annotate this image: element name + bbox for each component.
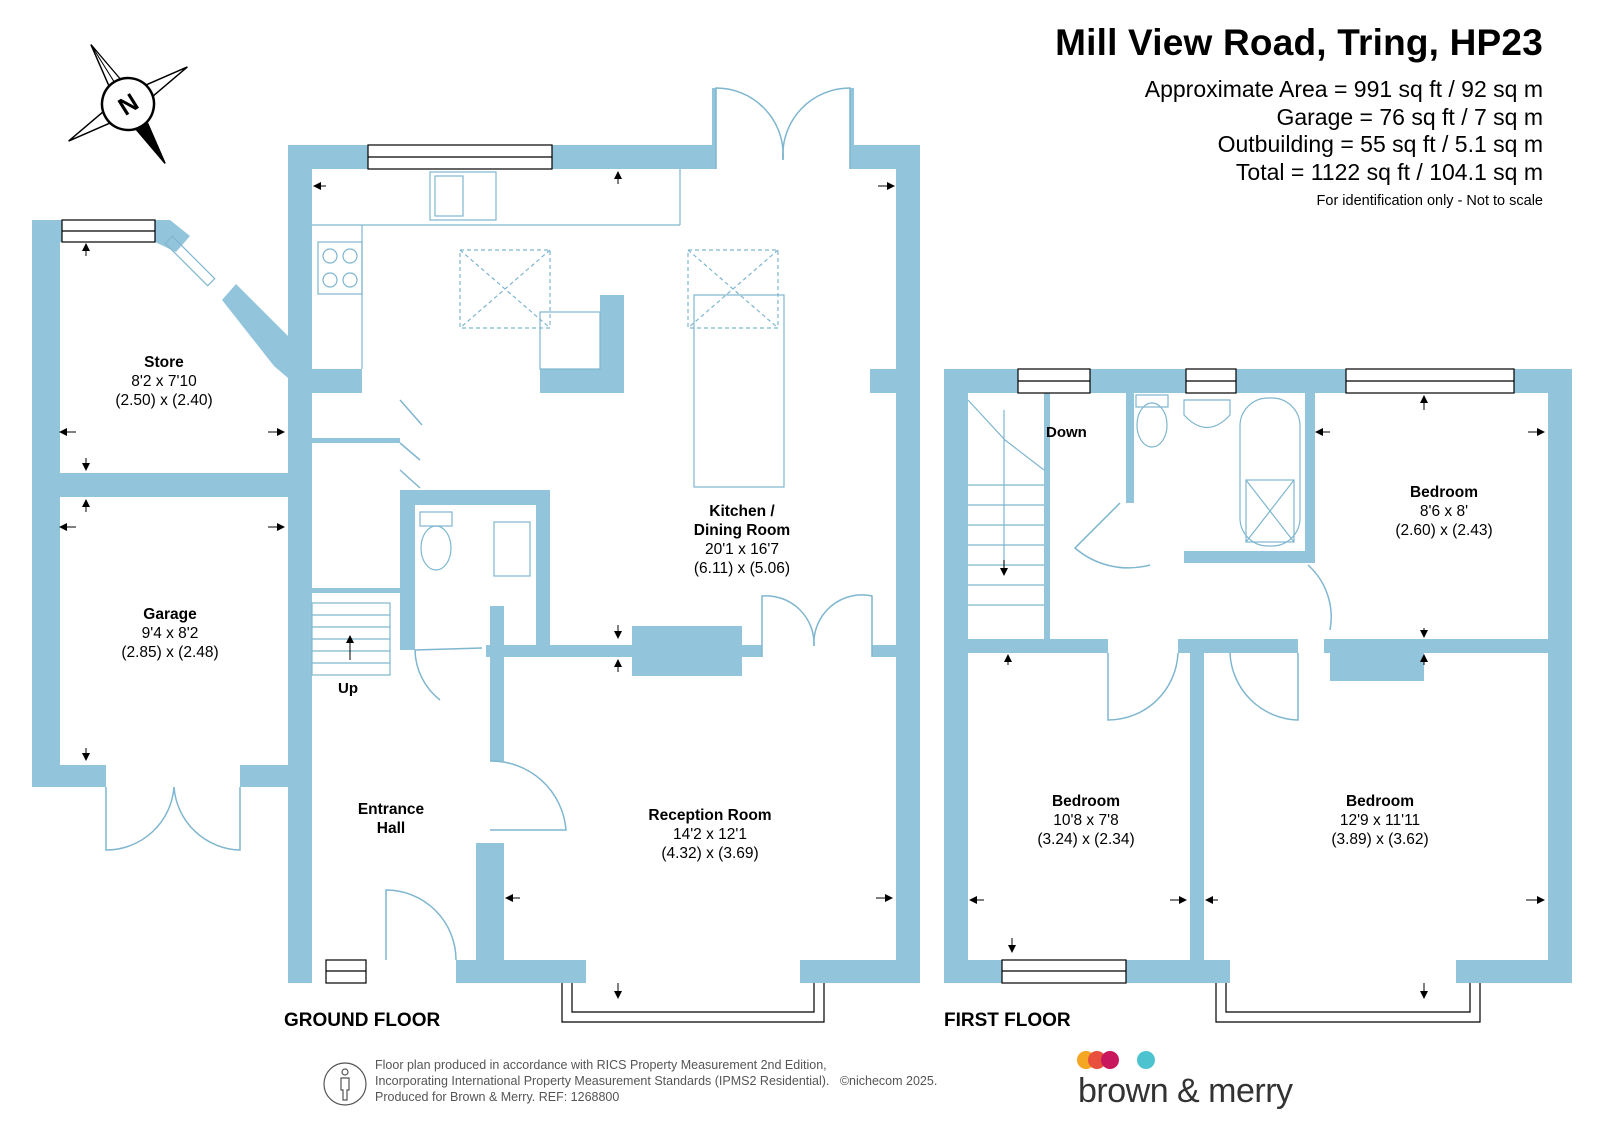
brand-name: brown & merry bbox=[1078, 1072, 1293, 1110]
area-outbuilding: Outbuilding = 55 sq ft / 5.1 sq m bbox=[1217, 131, 1543, 157]
windows bbox=[61, 144, 1515, 1023]
first-floor-walls bbox=[944, 369, 1572, 983]
first-floor-label: FIRST FLOOR bbox=[944, 1010, 1071, 1031]
first-floor-fixtures bbox=[967, 394, 1301, 606]
disclaimer-note: For identification only - Not to scale bbox=[1316, 193, 1543, 209]
property-title: Mill View Road, Tring, HP23 bbox=[1055, 22, 1543, 63]
kitchen-fixtures bbox=[164, 169, 785, 676]
compass-icon: N bbox=[68, 44, 188, 164]
ground-floor-walls bbox=[32, 88, 920, 983]
doors bbox=[105, 87, 1332, 961]
ground-floor-label: GROUND FLOOR bbox=[284, 1010, 441, 1031]
area-garage: Garage = 76 sq ft / 7 sq m bbox=[1276, 104, 1543, 130]
area-approximate: Approximate Area = 991 sq ft / 92 sq m bbox=[1144, 76, 1543, 102]
stairs-down-label: Down bbox=[1046, 424, 1087, 441]
area-total: Total = 1122 sq ft / 104.1 sq m bbox=[1235, 159, 1543, 185]
stairs-up-label: Up bbox=[338, 680, 358, 697]
brand-logo-icon bbox=[1077, 1051, 1155, 1069]
footer-text: Floor plan produced in accordance with R… bbox=[375, 1058, 938, 1104]
person-icon bbox=[323, 1062, 367, 1106]
dimension-arrows bbox=[59, 171, 1545, 999]
